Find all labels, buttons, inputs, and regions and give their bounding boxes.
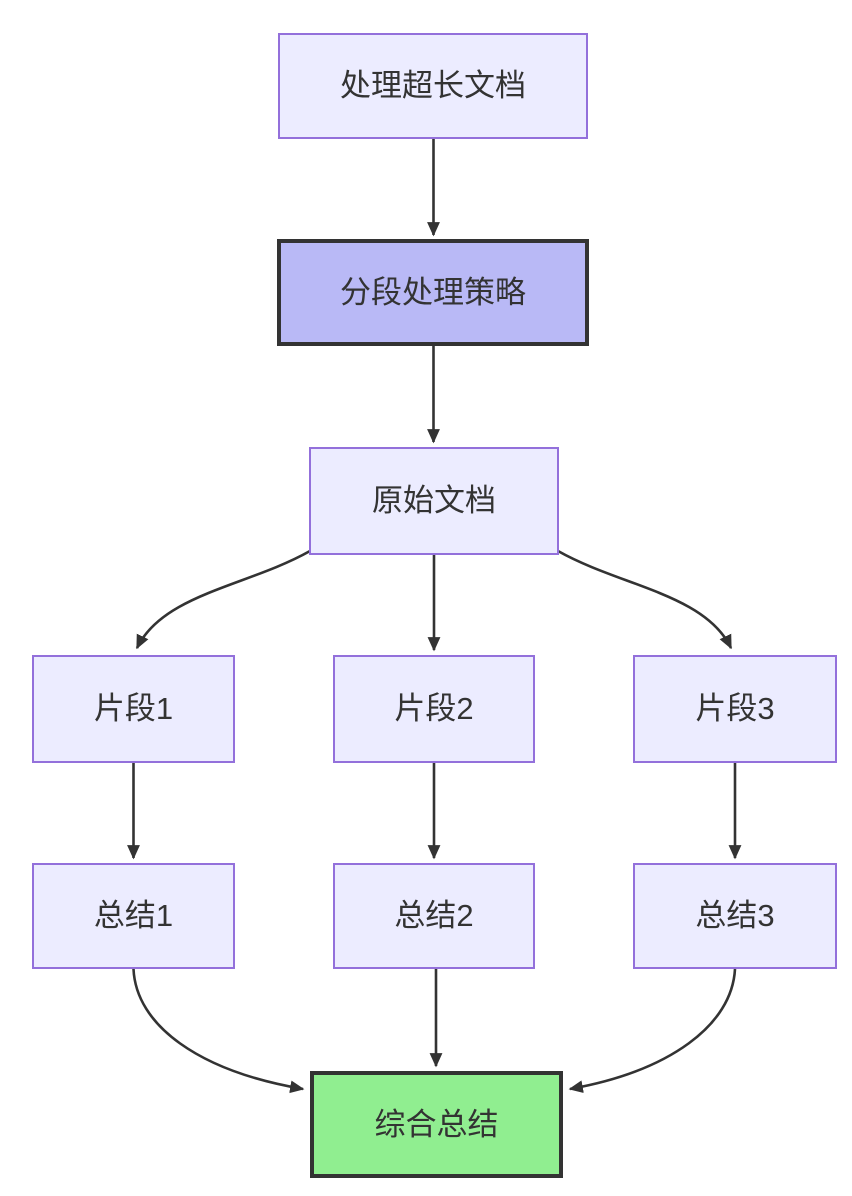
node-label: 原始文档 — [372, 483, 496, 519]
node-label: 处理超长文档 — [340, 68, 526, 104]
edge-summary3-final — [568, 968, 737, 1094]
node-summary-1: 总结1 — [32, 863, 235, 969]
node-original-document: 原始文档 — [309, 447, 559, 555]
node-combined-summary: 综合总结 — [310, 1071, 563, 1178]
edge-summary1-final — [132, 968, 305, 1094]
edge-original-fragment3 — [557, 549, 733, 650]
node-label: 片段2 — [394, 691, 474, 727]
node-label: 片段3 — [695, 691, 775, 727]
node-summary-3: 总结3 — [633, 863, 837, 969]
edge-original-fragment1 — [135, 549, 311, 650]
node-label: 总结3 — [695, 898, 775, 934]
node-fragment-3: 片段3 — [633, 655, 837, 763]
node-summary-2: 总结2 — [333, 863, 535, 969]
node-fragment-1: 片段1 — [32, 655, 235, 763]
node-label: 分段处理策略 — [340, 274, 526, 310]
node-label: 总结1 — [93, 898, 174, 934]
node-label: 片段1 — [93, 691, 174, 727]
node-label: 综合总结 — [374, 1106, 499, 1142]
node-fragment-2: 片段2 — [333, 655, 535, 763]
node-label: 总结2 — [394, 898, 474, 934]
node-process-long-document: 处理超长文档 — [278, 33, 588, 139]
node-segmentation-strategy: 分段处理策略 — [277, 239, 589, 346]
